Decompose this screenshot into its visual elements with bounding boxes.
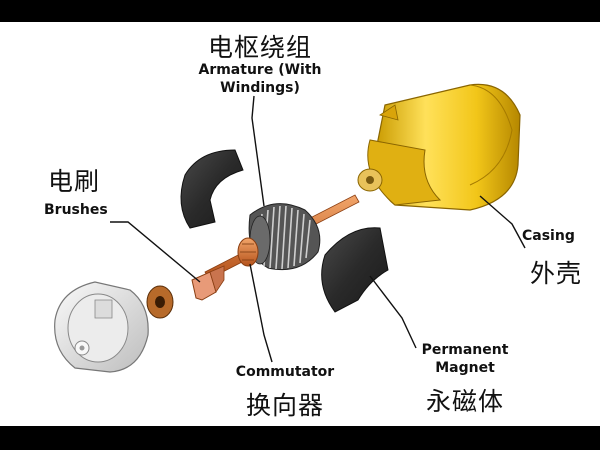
armature-label-zh: 电枢绕组 [207, 33, 312, 62]
armature-windings [248, 203, 321, 271]
end-bearing-washer [146, 285, 174, 319]
magnet-label-zh: 永磁体 [425, 387, 504, 416]
motor-exploded-diagram: 电枢绕组 Armature (With Windings) 电刷 Brushes… [0, 22, 600, 426]
casing-label-en: Casing [522, 228, 575, 244]
commutator-label-zh: 换向器 [245, 391, 324, 420]
brushes-label-en: Brushes [44, 202, 108, 218]
casing-label-zh: 外壳 [530, 259, 583, 288]
armature-label-en-line1: Armature (With [198, 62, 322, 78]
commutator-drum [237, 237, 259, 267]
leader-line-casing [479, 195, 526, 249]
brushes-label-zh: 电刷 [48, 167, 101, 196]
leader-line-armature [251, 95, 265, 207]
end-cap [54, 281, 149, 373]
leader-line-magnet [369, 275, 417, 349]
leader-line-brushes [110, 221, 201, 283]
motor-parts-illustration [54, 83, 526, 373]
bottom-letterbox-bar [0, 426, 600, 450]
armature-label-en-line2: Windings) [220, 80, 300, 96]
leader-lines [110, 95, 526, 363]
top-letterbox-bar [0, 0, 600, 22]
magnet-label-en-line2: Magnet [435, 360, 495, 376]
casing-shell [367, 83, 521, 211]
casing-bearing-washer [357, 168, 383, 192]
magnet-label-en-line1: Permanent [421, 342, 509, 358]
permanent-magnet-top [180, 149, 244, 229]
leader-line-commutator [249, 263, 273, 363]
carbon-brush [191, 265, 225, 301]
permanent-magnet-bottom [321, 227, 389, 313]
commutator-label-en: Commutator [235, 364, 335, 380]
